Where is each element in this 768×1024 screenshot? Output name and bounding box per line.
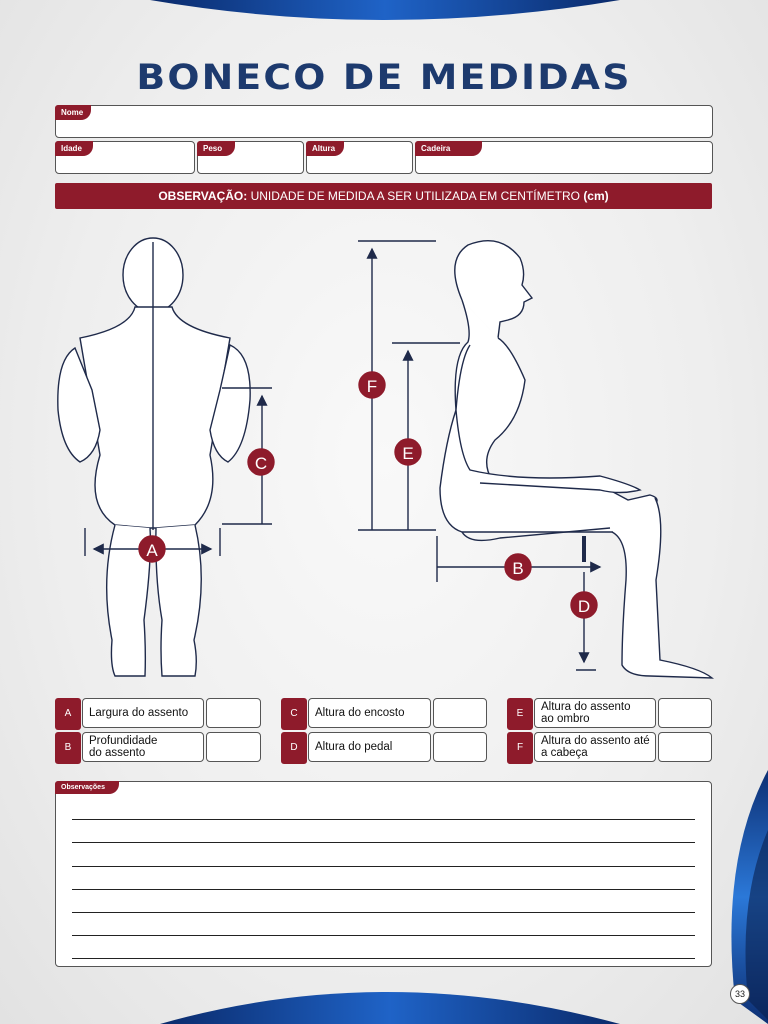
idade-label: Idade: [55, 141, 93, 156]
marker-d: D: [570, 591, 598, 619]
legend-label-f: Altura do assento até a cabeça: [534, 732, 656, 762]
legend-letter-f: F: [507, 732, 533, 764]
legend-value-f[interactable]: [658, 732, 712, 762]
legend-label-b: Profundidade do assento: [82, 732, 204, 762]
legend-value-c[interactable]: [433, 698, 487, 728]
marker-d-text: D: [578, 597, 590, 616]
legend-label-a: Largura do assento: [82, 698, 204, 728]
legend-letter-d: D: [281, 732, 307, 764]
observation-bar: OBSERVAÇÃO: UNIDADE DE MEDIDA A SER UTIL…: [55, 183, 712, 209]
legend-label-d: Altura do pedal: [308, 732, 431, 762]
idade-field[interactable]: Idade: [55, 141, 195, 174]
side-view-figure: [439, 240, 715, 679]
top-swoosh: [150, 0, 620, 20]
nome-label: Nome: [55, 105, 91, 120]
legend-label-e: Altura do assento ao ombro: [534, 698, 656, 728]
legend-value-b[interactable]: [206, 732, 261, 762]
marker-f: F: [358, 371, 386, 399]
marker-b: B: [504, 553, 532, 581]
legend-value-d[interactable]: [433, 732, 487, 762]
nome-field[interactable]: Nome: [55, 105, 713, 138]
peso-field[interactable]: Peso: [197, 141, 304, 174]
legend-value-a[interactable]: [206, 698, 261, 728]
notes-field[interactable]: Observações: [55, 781, 712, 967]
observation-label: OBSERVAÇÃO:: [158, 189, 248, 203]
marker-c: C: [247, 448, 275, 476]
notes-label: Observações: [55, 781, 119, 794]
marker-e: E: [394, 438, 422, 466]
legend-value-e[interactable]: [658, 698, 712, 728]
note-line: [72, 842, 695, 843]
legend-letter-c: C: [281, 698, 307, 730]
note-line: [72, 935, 695, 936]
peso-label: Peso: [197, 141, 235, 156]
marker-c-text: C: [255, 454, 267, 473]
marker-f-text: F: [367, 377, 377, 396]
marker-e-text: E: [402, 444, 413, 463]
altura-label: Altura: [306, 141, 344, 156]
page-number: 33: [730, 984, 750, 1004]
cadeira-field[interactable]: Cadeira: [415, 141, 713, 174]
page-title: BONECO DE MEDIDAS: [136, 58, 632, 98]
note-line: [72, 912, 695, 913]
marker-a-text: A: [146, 541, 158, 560]
note-line: [72, 958, 695, 959]
marker-b-text: B: [512, 559, 523, 578]
note-line: [72, 819, 695, 820]
cadeira-label: Cadeira: [415, 141, 482, 156]
back-view-figure: [57, 237, 251, 677]
note-line: [72, 889, 695, 890]
bottom-swoosh: [160, 992, 620, 1024]
observation-text: UNIDADE DE MEDIDA A SER UTILIZADA EM CEN…: [247, 189, 584, 203]
marker-a: A: [138, 535, 166, 563]
note-line: [72, 866, 695, 867]
observation-unit: (cm): [583, 189, 609, 203]
altura-field[interactable]: Altura: [306, 141, 413, 174]
legend-letter-e: E: [507, 698, 533, 730]
legend-label-c: Altura do encosto: [308, 698, 431, 728]
legend-letter-a: A: [55, 698, 81, 730]
legend-letter-b: B: [55, 732, 81, 764]
